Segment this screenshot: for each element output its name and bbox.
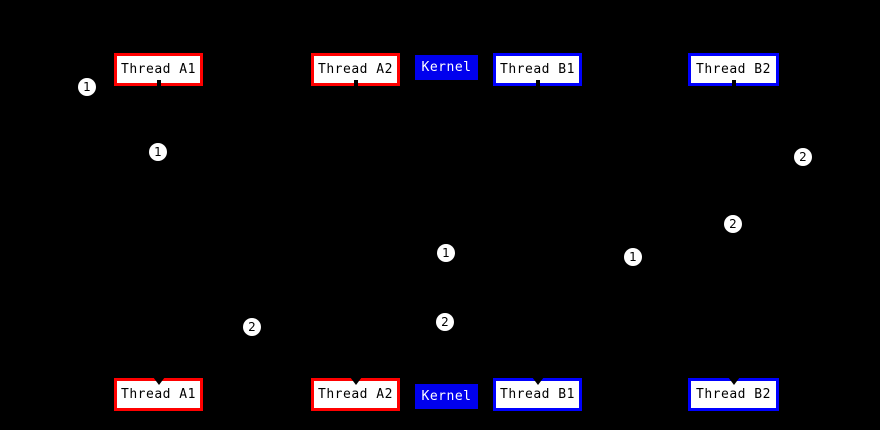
participant-label: Thread A2 [318,62,393,77]
participant-label: Kernel [421,389,472,404]
step-badge-1: 1 [78,78,96,96]
participant-label: Thread B2 [696,62,771,77]
lifeline-notch [535,80,540,88]
lifeline-notch [531,377,544,385]
participant-label: Kernel [421,60,472,75]
step-badge-2: 2 [243,318,261,336]
participant-label: Thread A1 [121,62,196,77]
lifeline-notch [731,80,736,88]
participant-box-thread-b1-top: Thread B1 [493,53,582,88]
lifeline-notch [349,377,362,385]
step-badge-2: 2 [436,313,454,331]
lifeline-notch [152,377,165,385]
participant-box-thread-a2-top: Thread A2 [311,53,400,88]
participant-label: Thread B1 [500,387,575,402]
participant-box-kernel-bottom: Kernel [415,384,478,409]
participant-box-kernel-top: Kernel [415,55,478,80]
step-badge-2: 2 [724,215,742,233]
step-badge-1: 1 [437,244,455,262]
participant-label: Thread A2 [318,387,393,402]
step-badge-2: 2 [794,148,812,166]
participant-label: Thread B1 [500,62,575,77]
lifeline-notch [727,377,740,385]
participant-box-thread-a2-bottom: Thread A2 [311,377,400,411]
lifeline-notch [353,80,358,88]
step-badge-1: 1 [149,143,167,161]
participant-box-thread-a1-top: Thread A1 [114,53,203,88]
participant-box-thread-a1-bottom: Thread A1 [114,377,203,411]
participant-label: Thread B2 [696,387,771,402]
participant-box-thread-b2-top: Thread B2 [688,53,779,88]
participant-label: Thread A1 [121,387,196,402]
participant-box-thread-b2-bottom: Thread B2 [688,377,779,411]
lifeline-notch [156,80,161,88]
step-badge-1: 1 [624,248,642,266]
participant-box-thread-b1-bottom: Thread B1 [493,377,582,411]
